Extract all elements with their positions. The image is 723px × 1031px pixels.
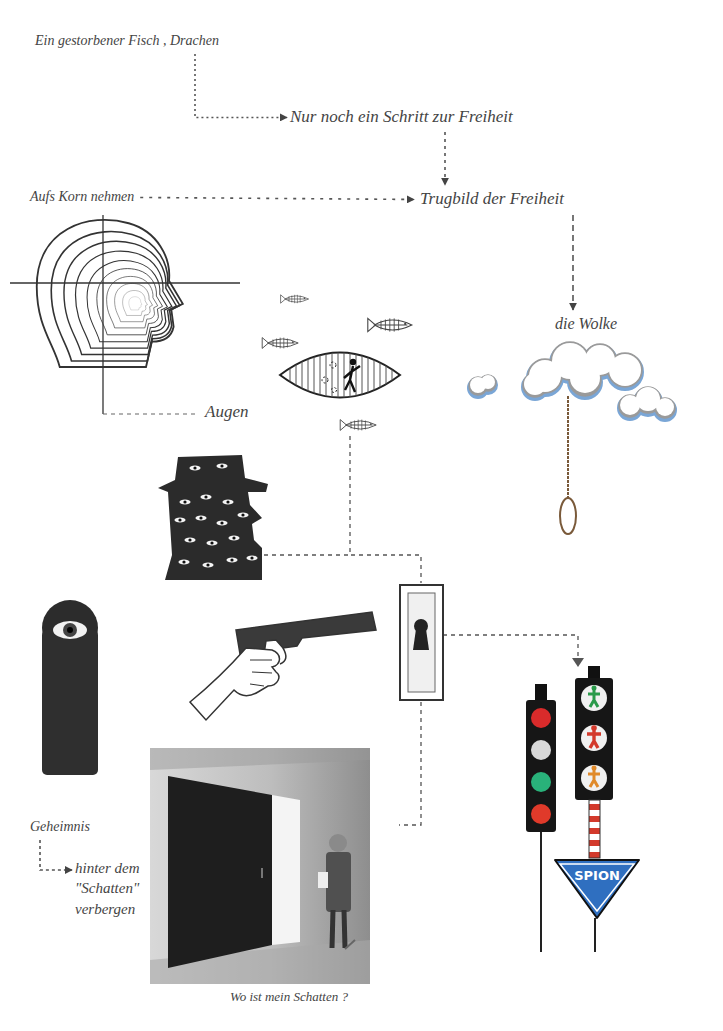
fish-skeletons xyxy=(262,295,412,431)
handwritten-note: Trugbild der Freiheit xyxy=(420,188,564,211)
keyhole-eye xyxy=(42,600,98,775)
keyhole-box xyxy=(400,585,443,700)
door-scene xyxy=(150,748,370,984)
text-node: die Wolke xyxy=(555,313,617,335)
eye-lens xyxy=(280,340,400,410)
sign-text: SPION xyxy=(553,858,641,885)
dashed-arrow xyxy=(140,197,414,199)
text-node: Trugbild der Freiheit xyxy=(420,188,564,211)
picture-caption: Wo ist mein Schatten ? xyxy=(230,989,348,1005)
noose xyxy=(560,396,576,534)
arrow-head xyxy=(572,658,584,667)
sign-outline xyxy=(553,858,641,920)
handwritten-note: Nur noch ein Schritt zur Freiheit xyxy=(290,106,513,129)
text-node: hinter dem "Schatten" verbergen xyxy=(75,858,147,919)
pistol-hand xyxy=(190,612,376,720)
callout-label: Augen xyxy=(205,402,248,422)
text-node: Ein gestorbener Fisch , Drachen xyxy=(35,32,219,51)
handwritten-note: Geheimnis xyxy=(30,818,90,837)
dashed-arrow xyxy=(40,840,72,870)
text-node: Nur noch ein Schritt zur Freiheit xyxy=(290,106,513,129)
clouds xyxy=(469,342,675,420)
eye-man xyxy=(158,455,268,580)
handwritten-note: die Wolke xyxy=(555,313,617,335)
target-head xyxy=(10,215,240,414)
dashed-arrow xyxy=(195,54,287,118)
dashed-arrow xyxy=(444,132,446,185)
handwritten-note: hinter dem "Schatten" verbergen xyxy=(75,858,147,919)
dashed-arrow xyxy=(572,215,574,310)
warning-sign: SPION xyxy=(553,858,641,920)
handwritten-note: Aufs Korn nehmen xyxy=(30,188,134,207)
handwritten-note: Ein gestorbener Fisch , Drachen xyxy=(35,32,219,51)
text-node: Geheimnis xyxy=(30,818,90,837)
text-node: Aufs Korn nehmen xyxy=(30,188,134,207)
